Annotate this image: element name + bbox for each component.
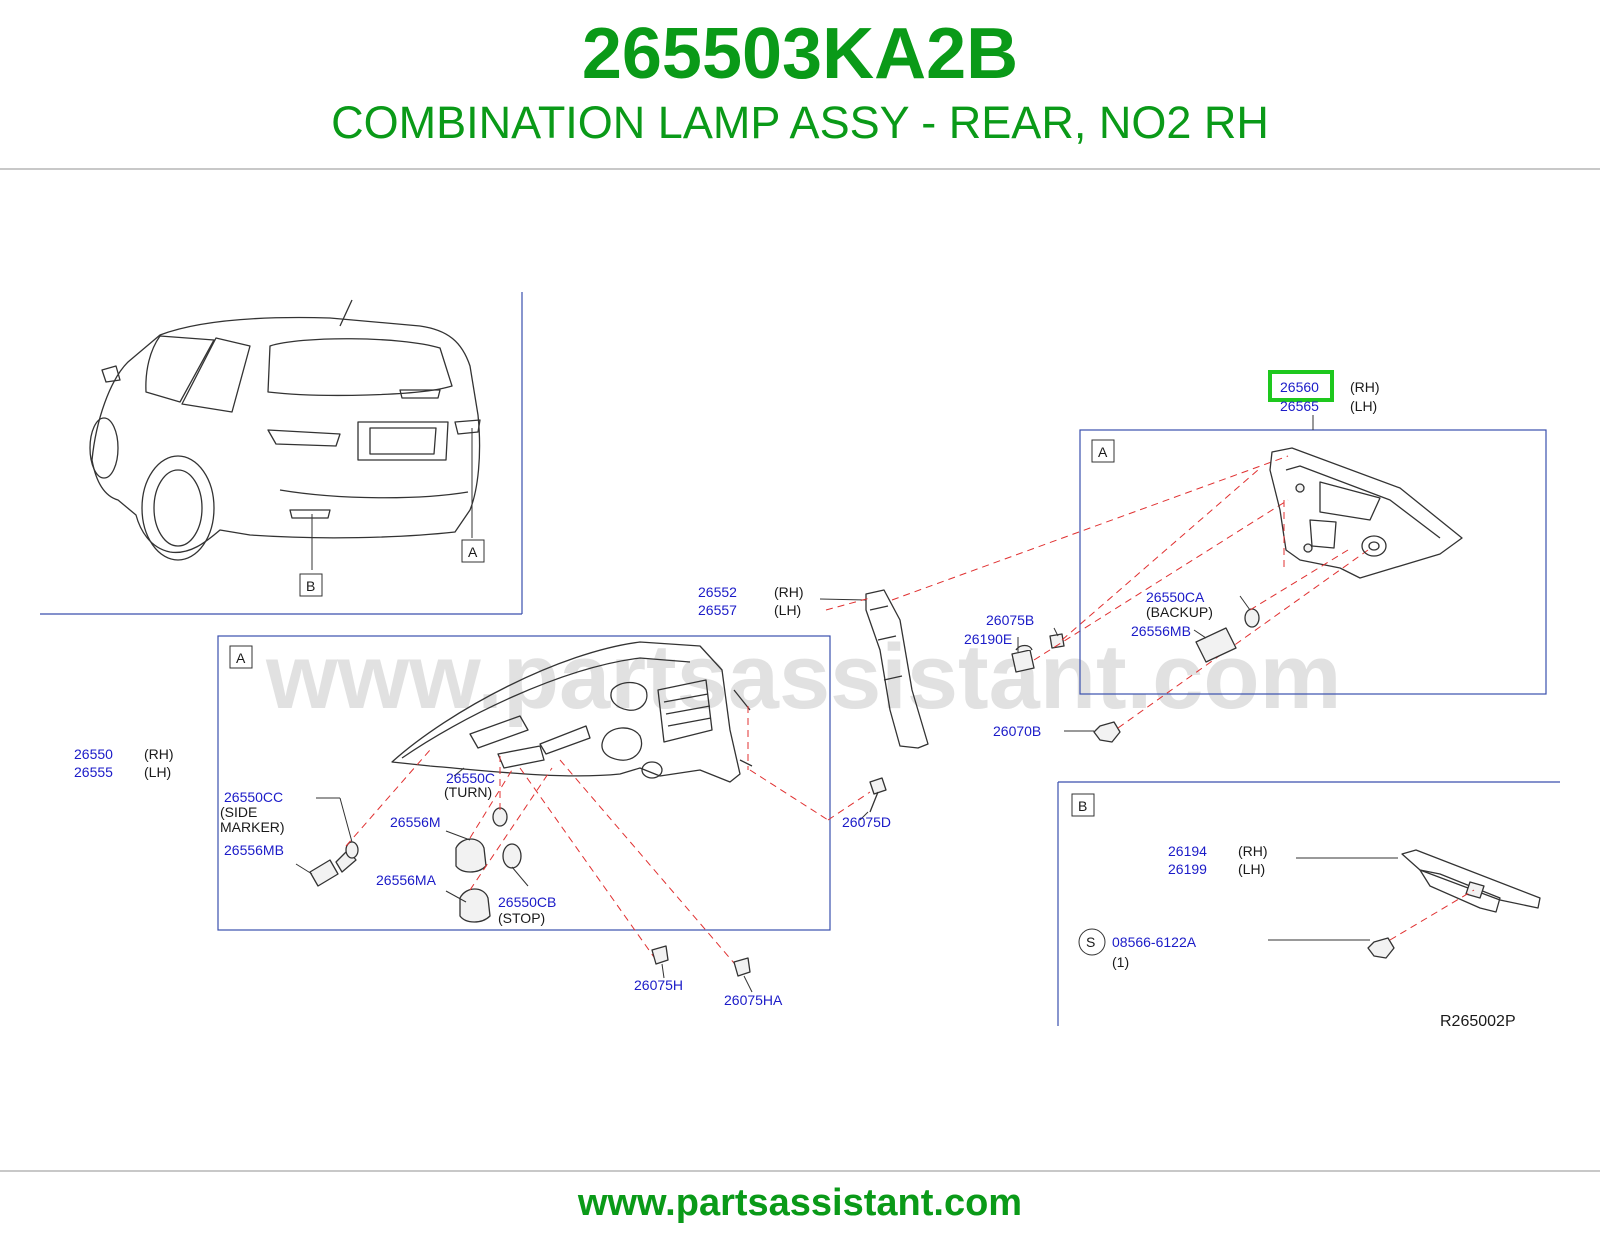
part-26550CB-label[interactable]: 26550CB (498, 894, 556, 910)
part-26075H-label[interactable]: 26075H (634, 977, 683, 993)
nut-26075B (1049, 633, 1065, 649)
part-26070B-label[interactable]: 26070B (993, 723, 1041, 739)
inner-lamp-housing (1269, 447, 1463, 579)
socket-26556MB-right (1195, 627, 1237, 663)
part-number-title: 265503KA2B (581, 14, 1019, 94)
part-26565-side: (LH) (1350, 398, 1377, 414)
part-26550CA-label[interactable]: 26550CA (1146, 589, 1205, 605)
part-26550C-note: (TURN) (444, 784, 492, 800)
outer-lamp-housing (391, 641, 753, 783)
part-description: COMBINATION LAMP ASSY - REAR, NO2 RH (331, 97, 1269, 148)
detail-tag-b-right (1071, 793, 1095, 817)
standard-part-s-icon (1078, 928, 1106, 956)
bulb-26550CB (502, 843, 522, 869)
part-26556MB-right-label[interactable]: 26556MB (1131, 623, 1191, 639)
part-26552-label[interactable]: 26552 (698, 584, 737, 600)
detail-tag-a-left (229, 645, 253, 669)
part-26550C-label[interactable]: 26550C (446, 770, 495, 786)
header-divider (0, 168, 1600, 170)
detail-tag-a-right (1091, 439, 1115, 463)
part-26550-label[interactable]: 26550 (74, 746, 113, 762)
part-26075D-label[interactable]: 26075D (842, 814, 891, 830)
socket-26556MA (459, 888, 491, 923)
detail-tag-b-right-label: B (1078, 798, 1087, 814)
part-26550-side: (RH) (144, 746, 174, 762)
bulb-26550CA (1244, 608, 1260, 628)
detail-a-outer-lamp: A (217, 635, 871, 971)
part-26556MA-label[interactable]: 26556MA (376, 872, 437, 888)
parts-diagram: www.partsassistant.com A B (40, 292, 1560, 1030)
part-26075HA-label[interactable]: 26075HA (724, 992, 783, 1008)
nut-26070B (1093, 721, 1121, 743)
part-26199-label[interactable]: 26199 (1168, 861, 1207, 877)
part-26557-side: (LH) (774, 602, 801, 618)
vehicle-inset: A B (40, 292, 523, 615)
license-lamp-26194 (1401, 849, 1541, 913)
detail-tag-a-vehicle (461, 539, 485, 563)
part-26556M-label[interactable]: 26556M (390, 814, 441, 830)
lamp-bracket-26552 (819, 589, 929, 749)
part-26560-label[interactable]: 26560 (1280, 379, 1319, 395)
footer-website[interactable]: www.partsassistant.com (577, 1182, 1023, 1224)
clip-26075HA (733, 957, 751, 977)
part-26550CB-note: (STOP) (498, 910, 545, 926)
footer-divider (0, 1170, 1600, 1172)
part-26550CA-note: (BACKUP) (1146, 604, 1213, 620)
detail-tag-b-vehicle (299, 573, 323, 597)
part-26556MB-left-label[interactable]: 26556MB (224, 842, 284, 858)
part-26560-side: (RH) (1350, 379, 1380, 395)
selected-part-highlight[interactable] (1268, 370, 1334, 402)
detail-tag-b-vehicle-label: B (306, 578, 315, 594)
vehicle-drawing (89, 299, 481, 570)
part-26557-label[interactable]: 26557 (698, 602, 737, 618)
detail-tag-a-left-label: A (236, 650, 246, 666)
standard-part-s-label: S (1086, 934, 1095, 950)
part-26555-side: (LH) (144, 764, 171, 780)
detail-a-left-frame (217, 635, 831, 931)
detail-b-license-lamp: B S (1057, 781, 1560, 1026)
socket-26556MB-left (309, 849, 357, 887)
part-26552-side: (RH) (774, 584, 804, 600)
part-26550CC-label[interactable]: 26550CC (224, 789, 283, 805)
part-26190E-label[interactable]: 26190E (964, 631, 1012, 647)
diagram-code: R265002P (1440, 1013, 1516, 1030)
part-08566-6122A-qty: (1) (1112, 954, 1129, 970)
page-header: 265503KA2B COMBINATION LAMP ASSY - REAR,… (0, 0, 1600, 168)
part-26555-label[interactable]: 26555 (74, 764, 113, 780)
grommet-26190E (1011, 644, 1035, 673)
clip-26075H (651, 945, 669, 965)
detail-a-inner-lamp: A (1079, 415, 1547, 695)
part-26194-side: (RH) (1238, 843, 1268, 859)
watermark: www.partsassistant.com (265, 626, 1341, 728)
part-26550CC-note-1: (SIDE (220, 804, 257, 820)
part-26194-label[interactable]: 26194 (1168, 843, 1207, 859)
part-26565-label[interactable]: 26565 (1280, 398, 1319, 414)
part-26075B-label[interactable]: 26075B (986, 612, 1034, 628)
screw-26075D (869, 777, 887, 813)
detail-tag-a-vehicle-label: A (468, 544, 478, 560)
part-26550CC-note-2: MARKER) (220, 819, 285, 835)
nut-08566-6122A (1367, 937, 1395, 959)
part-08566-6122A-label[interactable]: 08566-6122A (1112, 934, 1197, 950)
socket-26556M (455, 838, 487, 873)
bulb-26550C (492, 807, 508, 827)
detail-tag-a-right-label: A (1098, 444, 1108, 460)
part-26199-side: (LH) (1238, 861, 1265, 877)
